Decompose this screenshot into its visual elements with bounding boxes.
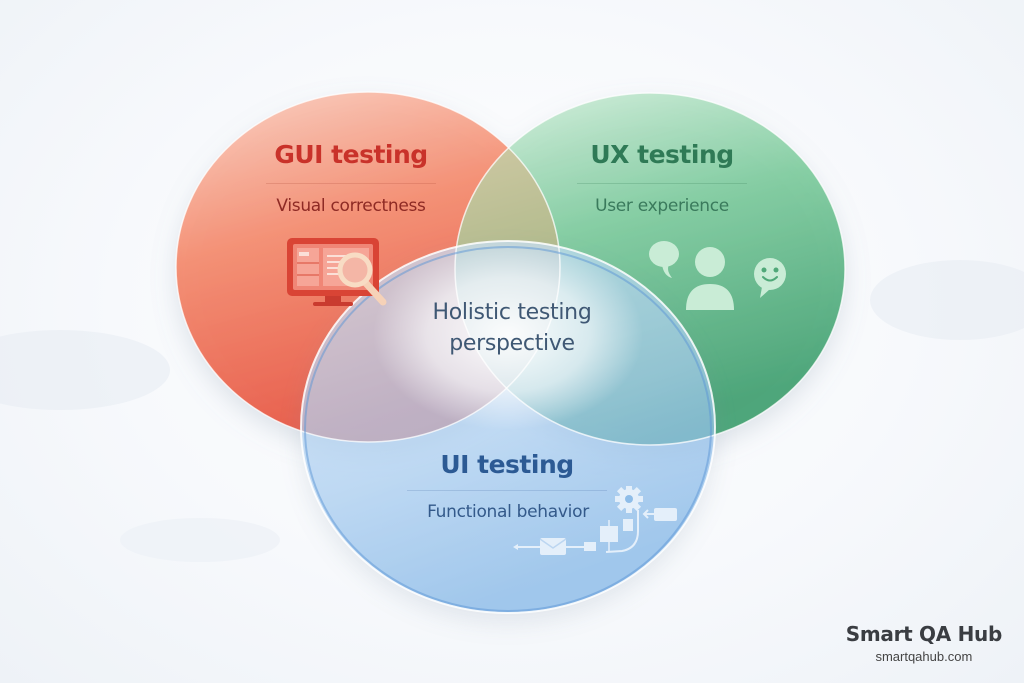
ux-divider: [577, 183, 747, 184]
ux-subtitle: User experience: [595, 196, 729, 216]
center-label: Holistic testing perspective: [433, 297, 592, 359]
brand-logo: Smart QA Hub smartqahub.com: [845, 622, 1003, 664]
gui-divider: [266, 183, 436, 184]
ui-divider: [407, 490, 607, 491]
gui-title: GUI testing: [274, 140, 428, 169]
gear-flow-icon: [513, 486, 677, 555]
monitor-magnifier-icon: [287, 238, 387, 306]
brand-name: Smart QA Hub: [845, 622, 1003, 646]
gui-subtitle: Visual correctness: [276, 196, 426, 216]
center-line-2: perspective: [449, 331, 575, 356]
ux-title: UX testing: [590, 140, 734, 169]
center-line-1: Holistic testing: [432, 300, 592, 325]
user-chat-smiley-icon: [649, 241, 786, 310]
ui-title: UI testing: [440, 450, 574, 479]
ui-subtitle: Functional behavior: [427, 502, 589, 522]
brand-url: smartqahub.com: [875, 649, 973, 664]
